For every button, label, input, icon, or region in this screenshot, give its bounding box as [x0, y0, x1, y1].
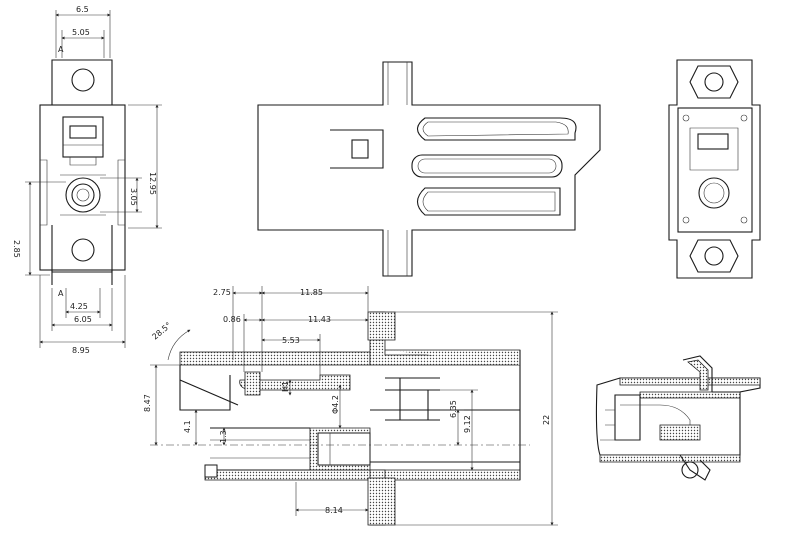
dim-front-height: 12.95: [148, 172, 157, 195]
dim-section-13: 1.3: [219, 430, 228, 443]
dim-front-bore: 3.05: [129, 188, 138, 206]
dim-section-41: 4.1: [183, 420, 192, 433]
end-body: [668, 59, 761, 279]
front-bore-outer: [65, 177, 101, 213]
dim-front-inner-top: 5.05: [72, 28, 90, 37]
dim-section-h1: H1: [281, 381, 290, 392]
front-bore-inner: [71, 183, 95, 207]
front-bottom-hole: [71, 238, 95, 262]
dim-front-top: 6.5: [76, 5, 89, 14]
end-face: [677, 107, 753, 233]
dim-section-phi42: Φ4.2: [331, 395, 340, 414]
front-latch: [62, 116, 104, 158]
dim-front-bottom-inner: 4.25: [70, 302, 88, 311]
section-lower-wall: [204, 469, 521, 481]
side-slot-2: [411, 154, 563, 178]
front-body: [39, 104, 126, 271]
dim-section-847: 8.47: [143, 394, 152, 412]
dim-front-left: 2.85: [12, 240, 21, 258]
side-slot-3: [416, 187, 561, 216]
section-mark-top: A: [58, 45, 64, 54]
dim-front-bottom-overall: 8.95: [72, 346, 90, 355]
front-view: 6.5 5.05 A A 12.95 3.05 2.85 4.25 6.05 8…: [12, 5, 162, 355]
iso-body: [595, 377, 761, 456]
dim-section-1185: 11.85: [300, 288, 323, 297]
dim-section-1143: 11.43: [308, 315, 331, 324]
section-view: 2.75 11.85 0.86 11.43 5.53 28.5° 8.47 4.…: [143, 286, 558, 526]
dim-section-635: 6.35: [449, 400, 458, 418]
end-bore: [698, 177, 730, 209]
section-mark-bottom: A: [58, 289, 64, 298]
end-view: [668, 59, 761, 279]
dim-section-22: 22: [542, 415, 551, 425]
dim-front-bottom-mid: 6.05: [74, 315, 92, 324]
side-view: [257, 61, 601, 277]
side-slot-1: [416, 117, 577, 141]
dim-section-814: 8.14: [325, 506, 343, 515]
front-top-hole: [71, 68, 95, 92]
side-latch: [330, 129, 384, 169]
section-upper-wall: [179, 351, 371, 366]
dim-section-912: 9.12: [463, 415, 472, 433]
dim-section-275: 2.75: [213, 288, 231, 297]
dim-section-553: 5.53: [282, 336, 300, 345]
dim-section-086: 0.86: [223, 315, 241, 324]
front-top-flange: [51, 59, 113, 105]
isometric-view: [595, 355, 761, 481]
end-bottom-nut: [689, 239, 739, 273]
side-body: [257, 61, 601, 277]
end-top-nut: [689, 65, 739, 99]
dim-section-angle: 28.5°: [151, 321, 173, 342]
